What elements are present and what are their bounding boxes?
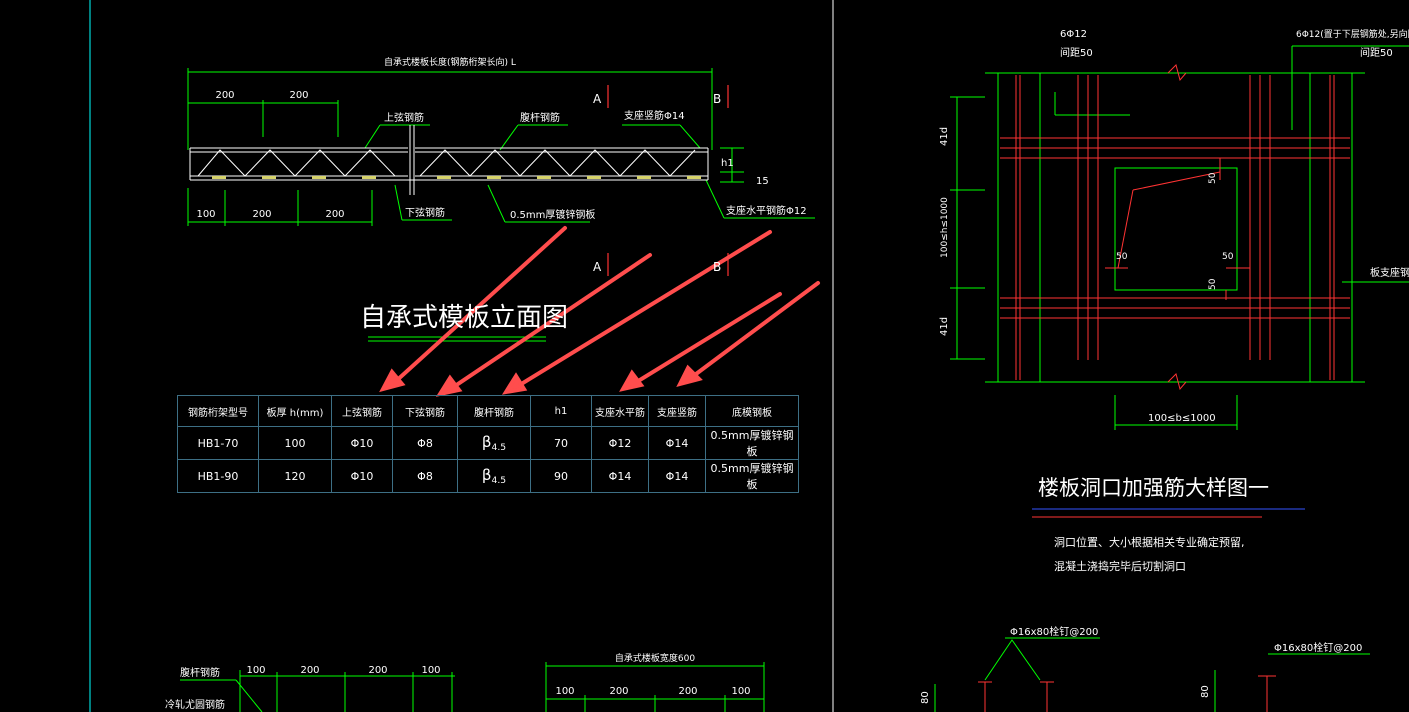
web-bar-symbol: β bbox=[481, 465, 492, 484]
opening-label-right: 板支座钢 bbox=[1370, 266, 1409, 279]
table-header-cell: 下弦钢筋 bbox=[392, 395, 458, 427]
elevation-length-dim: 自承式楼板长度(钢筋桁架长向) L bbox=[384, 56, 516, 68]
table-header-cell: 底模钢板 bbox=[705, 395, 799, 427]
section-b-bottom: B bbox=[713, 260, 721, 274]
label-steel-sheet: 0.5mm厚镀锌钢板 bbox=[510, 208, 595, 221]
truss-body bbox=[189, 125, 709, 195]
opening-note-line-2: 混凝土浇捣完毕后切割洞口 bbox=[1054, 559, 1186, 573]
table-cell: Φ10 bbox=[331, 426, 393, 460]
bottom-left-drawing bbox=[180, 670, 455, 712]
bottom-right-dim-1: 80 bbox=[920, 691, 931, 704]
elevation-title: 自承式模板立面图 bbox=[360, 303, 568, 333]
table-header-cell: 支座水平筋 bbox=[591, 395, 649, 427]
opening-dim-horizontal: 100≤b≤1000 bbox=[1148, 413, 1216, 424]
opening-detail-red bbox=[1000, 64, 1350, 391]
bottom-mid-dim-2: 200 bbox=[609, 686, 628, 697]
bottom-mid-dim-1: 100 bbox=[555, 686, 574, 697]
label-web-bar: 腹杆钢筋 bbox=[520, 111, 560, 124]
bottom-right-drawing bbox=[934, 637, 1370, 712]
table-cell: β4.5 bbox=[457, 459, 531, 493]
table-cell-value: 4.5 bbox=[491, 475, 507, 487]
table-cell: 100 bbox=[258, 426, 332, 460]
table-cell: Φ8 bbox=[392, 426, 458, 460]
table-header-row: 钢筋桁架型号 板厚 h(mm) 上弦钢筋 下弦钢筋 腹杆钢筋 h1 支座水平筋 … bbox=[177, 395, 799, 427]
section-a-top: A bbox=[593, 92, 602, 106]
bottom-left-label-2: 冷轧尤圆钢筋 bbox=[165, 698, 225, 711]
bottom-left-label-1: 腹杆钢筋 bbox=[180, 666, 220, 679]
opening-dim-41d-bottom: 41d bbox=[939, 317, 950, 336]
opening-dim-50-bottom: 50 bbox=[1208, 278, 1218, 290]
detail-title-underline bbox=[1032, 508, 1305, 518]
opening-label-top-left-2: 间距50 bbox=[1060, 46, 1093, 59]
opening-dim-50-top: 50 bbox=[1208, 172, 1218, 184]
table-cell: Φ14 bbox=[648, 459, 706, 493]
dim-top-2: 200 bbox=[289, 90, 308, 101]
truss-spec-table: 钢筋桁架型号 板厚 h(mm) 上弦钢筋 下弦钢筋 腹杆钢筋 h1 支座水平筋 … bbox=[177, 395, 799, 493]
label-top-chord: 上弦钢筋 bbox=[384, 111, 424, 124]
bottom-right-label-1: Φ16x80栓钉@200 bbox=[1010, 625, 1098, 638]
table-header-cell: 上弦钢筋 bbox=[331, 395, 393, 427]
opening-detail-title: 楼板洞口加强筋大样图一 bbox=[1038, 476, 1269, 500]
label-h1: h1 bbox=[721, 158, 734, 169]
dim-bottom-1: 100 bbox=[196, 209, 215, 220]
elevation-drawing bbox=[187, 68, 815, 226]
table-cell: Φ14 bbox=[648, 426, 706, 460]
bottom-mid-title: 自承式楼板宽度600 bbox=[615, 652, 695, 664]
table-cell: Φ8 bbox=[392, 459, 458, 493]
table-header-cell: h1 bbox=[530, 395, 592, 427]
table-cell: 0.5mm厚镀锌钢板 bbox=[705, 459, 799, 493]
table-cell: HB1-90 bbox=[177, 459, 259, 493]
table-cell: Φ14 bbox=[591, 459, 649, 493]
bottom-left-dim-2: 200 bbox=[300, 665, 319, 676]
table-header-cell: 腹杆钢筋 bbox=[457, 395, 531, 427]
label-15: 15 bbox=[756, 176, 769, 187]
bottom-right-dim-2: 80 bbox=[1200, 685, 1211, 698]
bottom-left-dim-4: 100 bbox=[421, 665, 440, 676]
opening-label-top-left-1: 6Φ12 bbox=[1060, 29, 1087, 40]
label-support-horizontal: 支座水平钢筋Φ12 bbox=[726, 204, 807, 217]
bottom-mid-dim-3: 200 bbox=[678, 686, 697, 697]
bottom-left-dim-1: 100 bbox=[246, 665, 265, 676]
table-cell: 120 bbox=[258, 459, 332, 493]
opening-detail-green bbox=[950, 45, 1409, 430]
title-underline bbox=[368, 336, 546, 342]
bottom-right-label-2: Φ16x80栓钉@200 bbox=[1274, 641, 1362, 654]
table-cell: Φ12 bbox=[591, 426, 649, 460]
table-cell: β4.5 bbox=[457, 426, 531, 460]
web-bar-symbol: β bbox=[481, 432, 492, 451]
section-b-top: B bbox=[713, 92, 721, 106]
opening-dim-50-left: 50 bbox=[1116, 252, 1128, 262]
red-arrows bbox=[379, 226, 820, 397]
dim-bottom-2: 200 bbox=[252, 209, 271, 220]
label-support-vertical: 支座竖筋Φ14 bbox=[624, 109, 685, 122]
table-row: HB1-90 120 Φ10 Φ8 β4.5 90 Φ14 Φ14 0.5mm厚… bbox=[177, 459, 799, 493]
dim-bottom-3: 200 bbox=[325, 209, 344, 220]
truss-bottom-bars bbox=[212, 176, 701, 179]
table-cell: 0.5mm厚镀锌钢板 bbox=[705, 426, 799, 460]
table-cell: 90 bbox=[530, 459, 592, 493]
bottom-mid-dim-4: 100 bbox=[731, 686, 750, 697]
opening-dim-41d-top: 41d bbox=[939, 127, 950, 146]
opening-dim-vertical: 100≤h≤1000 bbox=[940, 197, 950, 258]
section-a-bottom: A bbox=[593, 260, 602, 274]
label-bottom-chord: 下弦钢筋 bbox=[405, 206, 445, 219]
table-header-cell: 钢筋桁架型号 bbox=[177, 395, 259, 427]
opening-dim-50-right: 50 bbox=[1222, 252, 1234, 262]
table-cell: HB1-70 bbox=[177, 426, 259, 460]
table-cell-value: 4.5 bbox=[491, 442, 507, 454]
bottom-mid-drawing bbox=[545, 662, 765, 712]
opening-label-top-right-2: 间距50 bbox=[1360, 46, 1393, 59]
table-row: HB1-70 100 Φ10 Φ8 β4.5 70 Φ12 Φ14 0.5mm厚… bbox=[177, 426, 799, 460]
opening-note-line-1: 洞口位置、大小根据相关专业确定预留, bbox=[1054, 535, 1245, 549]
table-cell: Φ10 bbox=[331, 459, 393, 493]
opening-label-top-right-1: 6Φ12(置于下层钢筋处,另向同) bbox=[1296, 28, 1409, 40]
dim-top-1: 200 bbox=[215, 90, 234, 101]
table-header-cell: 板厚 h(mm) bbox=[258, 395, 332, 427]
bottom-left-dim-3: 200 bbox=[368, 665, 387, 676]
table-cell: 70 bbox=[530, 426, 592, 460]
table-header-cell: 支座竖筋 bbox=[648, 395, 706, 427]
